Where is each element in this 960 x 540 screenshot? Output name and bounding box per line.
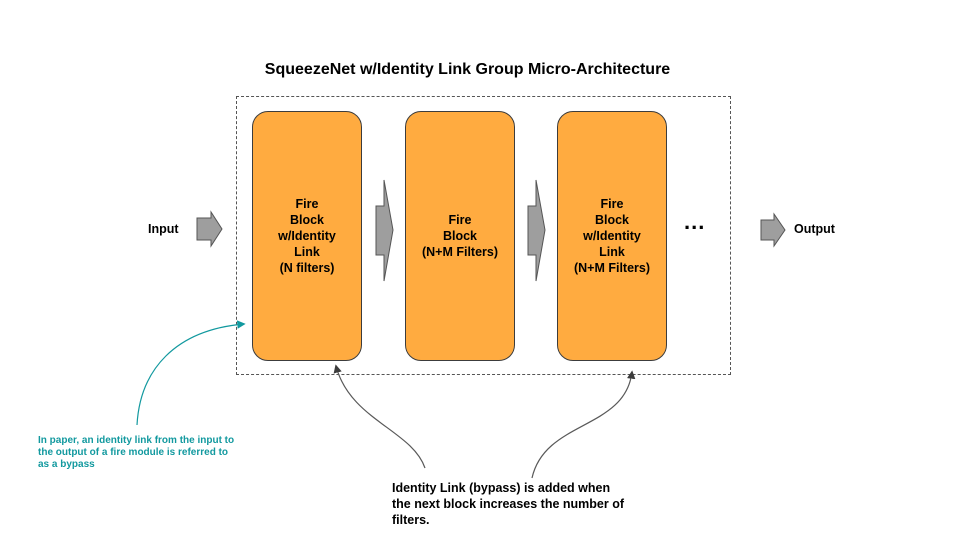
fire-block-1: Fire Block w/Identity Link (N filters) [252,111,362,361]
identity-link-connector-2 [531,370,636,479]
identity-link-note: Identity Link (bypass) is added when the… [392,481,625,527]
flow-arrow-1-icon [375,179,394,282]
ellipsis: ... [684,209,706,234]
input-label: Input [148,222,179,236]
fire-block-2: Fire Block (N+M Filters) [405,111,515,361]
bypass-note: In paper, an identity link from the inpu… [38,435,235,470]
identity-link-connector-1 [333,364,426,469]
input-arrow-icon [196,210,223,248]
diagram-title: SqueezeNet w/Identity Link Group Micro-A… [264,61,671,78]
output-arrow-icon [760,212,786,248]
fire-block-3: Fire Block w/Identity Link (N+M Filters) [557,111,667,361]
output-label: Output [794,222,835,236]
flow-arrow-2-icon [527,179,546,282]
bypass-connector [136,320,246,426]
group-frame [236,96,731,375]
